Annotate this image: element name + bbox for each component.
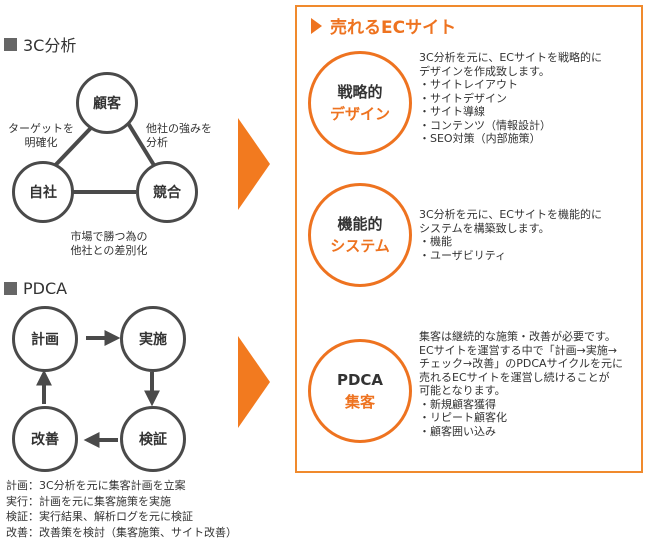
section-pdca-title: PDCA [23, 279, 68, 298]
square-bullet-icon [4, 282, 17, 295]
feature-desc-functional-system: 3C分析を元に、ECサイトを機能的に システムを構築致します。 ・機能 ・ユーザ… [419, 208, 602, 262]
node-competitor: 競合 [136, 161, 198, 223]
label-differentiation: 市場で勝つ為の 他社との差別化 [70, 230, 148, 257]
feature-circle-functional-system: 機能的 システム [308, 183, 412, 287]
section-3c-title: 3C分析 [23, 36, 77, 55]
pdca-note-do: 実行：計画を元に集客施策を実施 [6, 494, 171, 508]
node-plan: 計画 [12, 306, 78, 372]
feature-desc-pdca-marketing: 集客は継続的な施策・改善が必要です。 ECサイトを運営する中で「計画→実施→ チ… [419, 330, 623, 438]
pdca-note-act: 改善：改善策を検討（集客施策、サイト改善） [6, 525, 237, 539]
ec-site-panel: 売れるECサイト 戦略的 デザイン 3C分析を元に、ECサイトを戦略的に デザイ… [295, 5, 643, 473]
pdca-cycle-arrows [36, 330, 160, 448]
node-act: 改善 [12, 406, 78, 472]
label-strength: 他社の強みを 分析 [146, 122, 212, 149]
play-triangle-icon [311, 17, 322, 34]
panel-heading: 売れるECサイト [311, 13, 456, 38]
node-customer: 顧客 [76, 72, 138, 134]
feature-circle-strategic-design: 戦略的 デザイン [308, 51, 412, 155]
chevron-right-icon [238, 336, 270, 428]
pdca-notes: 計画：3C分析を元に集客計画を立案 実行：計画を元に集客施策を実施 検証：実行結… [6, 478, 237, 540]
node-check: 検証 [120, 406, 186, 472]
section-3c-heading: 3C分析 [4, 32, 76, 56]
chevron-right-icon [238, 118, 270, 210]
node-company: 自社 [12, 161, 74, 223]
pdca-note-check: 検証：実行結果、解析ログを元に検証 [6, 510, 193, 523]
label-target: ターゲットを 明確化 [8, 122, 74, 149]
pdca-note-plan: 計画：3C分析を元に集客計画を立案 [6, 479, 186, 492]
feature-circle-pdca-marketing: PDCA 集客 [308, 339, 412, 443]
panel-title: 売れるECサイト [330, 18, 457, 38]
node-do: 実施 [120, 306, 186, 372]
section-pdca-heading: PDCA [4, 279, 67, 298]
feature-desc-strategic-design: 3C分析を元に、ECサイトを戦略的に デザインを作成致します。 ・サイトレイアウ… [419, 51, 602, 145]
square-bullet-icon [4, 37, 17, 51]
